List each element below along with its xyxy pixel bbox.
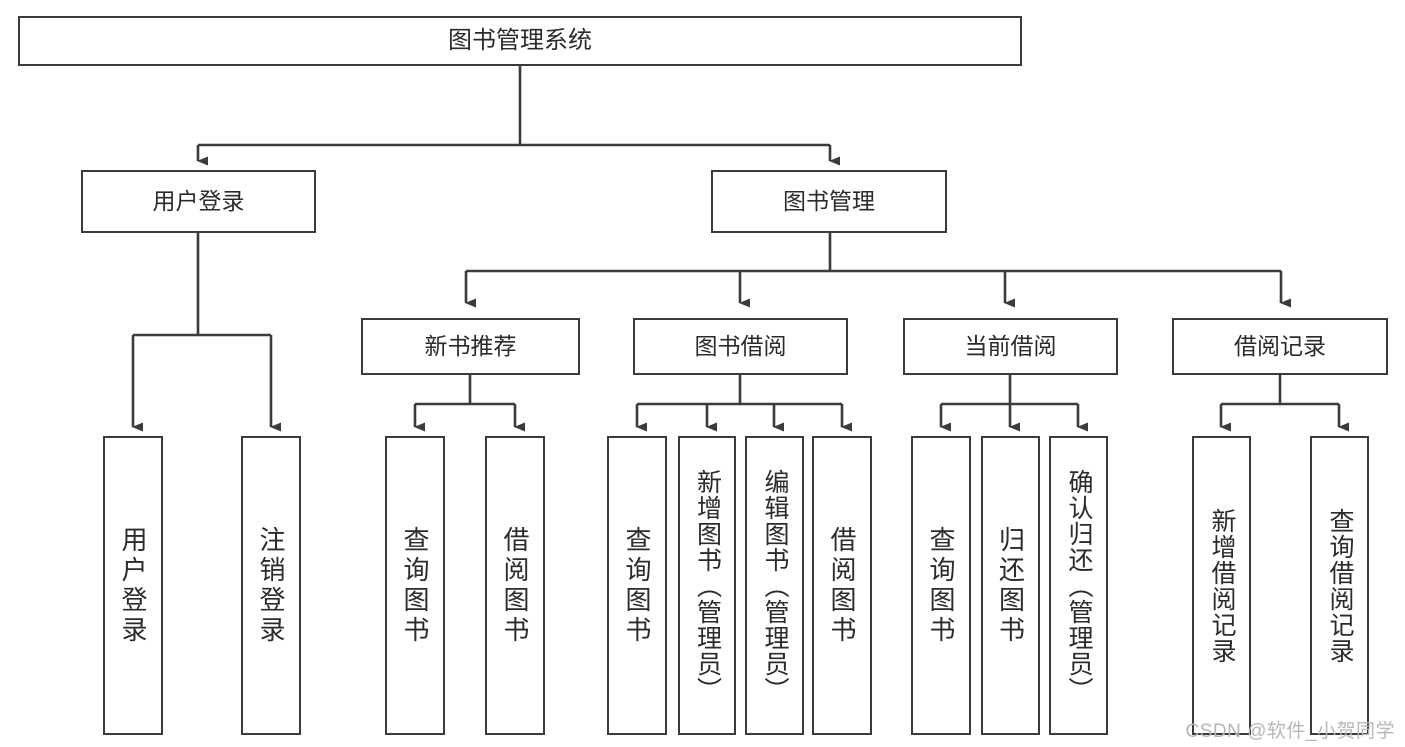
node-label: 当前借阅 [964, 332, 1057, 359]
node-label: 图书管理系统 [448, 26, 592, 54]
node-leaf-edit-book-admin[interactable]: 编辑图书（管理员） [745, 436, 804, 735]
node-leaf-add-book-admin[interactable]: 新增图书（管理员） [678, 436, 736, 735]
node-label: 借阅记录 [1234, 332, 1326, 359]
node-label: 查询借阅记录 [1326, 507, 1354, 664]
node-new-book-recommend[interactable]: 新书推荐 [361, 318, 580, 375]
node-borrow-records[interactable]: 借阅记录 [1172, 318, 1388, 375]
node-current-borrow[interactable]: 当前借阅 [903, 318, 1118, 375]
node-label: 新增借阅记录 [1208, 507, 1236, 664]
node-label: 借阅图书 [500, 525, 530, 646]
node-book-management[interactable]: 图书管理 [711, 170, 947, 233]
node-leaf-query-book-recommend[interactable]: 查询图书 [385, 436, 445, 735]
node-label: 查询图书 [622, 525, 652, 646]
node-book-borrow[interactable]: 图书借阅 [633, 318, 848, 375]
node-label: 新书推荐 [424, 332, 517, 359]
node-leaf-borrow-book-recommend[interactable]: 借阅图书 [485, 436, 545, 735]
node-label: 借阅图书 [827, 525, 857, 646]
node-label: 确认归还（管理员） [1065, 468, 1093, 703]
watermark-text: CSDN @软件_小贺同学 [1185, 721, 1395, 742]
node-label: 图书管理 [783, 187, 875, 214]
node-leaf-return-book[interactable]: 归还图书 [981, 436, 1040, 735]
node-label: 图书借阅 [694, 332, 787, 359]
node-label: 编辑图书（管理员） [761, 468, 789, 703]
node-label: 查询图书 [926, 525, 956, 646]
node-leaf-confirm-return-admin[interactable]: 确认归还（管理员） [1049, 436, 1108, 735]
node-label: 注销登录 [256, 525, 286, 646]
node-label: 查询图书 [400, 525, 430, 646]
node-root-system[interactable]: 图书管理系统 [18, 16, 1022, 66]
node-leaf-borrow-book[interactable]: 借阅图书 [812, 436, 872, 735]
node-leaf-query-book-borrow[interactable]: 查询图书 [607, 436, 667, 735]
node-leaf-user-login[interactable]: 用户登录 [103, 436, 163, 735]
node-leaf-query-book-current[interactable]: 查询图书 [911, 436, 971, 735]
node-label: 归还图书 [995, 525, 1026, 646]
node-label: 用户登录 [118, 525, 148, 646]
node-label: 新增图书（管理员） [693, 468, 722, 703]
node-user-login[interactable]: 用户登录 [81, 170, 316, 233]
node-label: 用户登录 [152, 187, 245, 214]
node-leaf-query-borrow-record[interactable]: 查询借阅记录 [1310, 436, 1369, 735]
node-leaf-add-borrow-record[interactable]: 新增借阅记录 [1192, 436, 1251, 735]
node-leaf-logout[interactable]: 注销登录 [241, 436, 301, 735]
